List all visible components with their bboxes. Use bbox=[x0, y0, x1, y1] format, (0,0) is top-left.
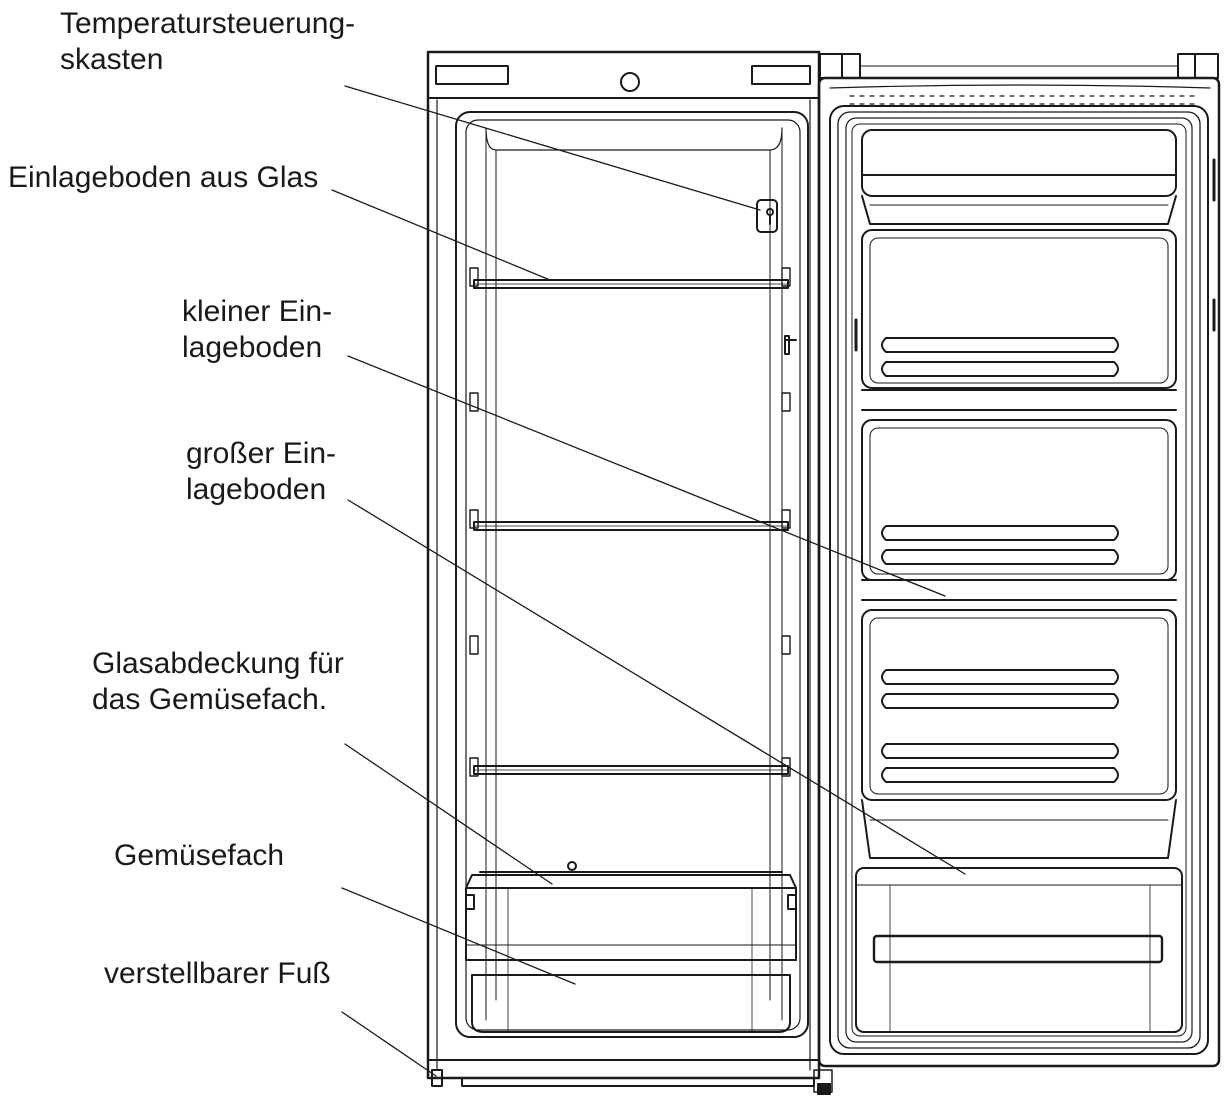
fridge-door bbox=[817, 53, 1221, 1068]
glass-shelf bbox=[473, 279, 789, 289]
leader-lines bbox=[331, 85, 966, 1077]
label-crisper-cover: Glasabdeckung für das Gemüsefach. bbox=[92, 647, 344, 716]
label-small-door-shelf: kleiner Ein- lageboden bbox=[182, 295, 333, 364]
fridge-cabinet bbox=[426, 50, 833, 1095]
adjustable-foot bbox=[431, 1069, 443, 1087]
leader-glass-shelf bbox=[331, 189, 551, 281]
leader-crisper-cover bbox=[344, 743, 553, 885]
crisper-drawer bbox=[465, 861, 797, 1033]
leader-small-door-shelf bbox=[347, 355, 946, 597]
label-crisper: Gemüsefach bbox=[114, 839, 285, 872]
leader-crisper bbox=[341, 887, 576, 985]
large-door-shelf bbox=[861, 419, 1177, 601]
label-large-door-shelf: großer Ein- lageboden bbox=[186, 437, 337, 506]
label-temperature-control: Temperatursteuerung- skasten bbox=[60, 7, 356, 76]
crisper-glass-cover bbox=[473, 765, 789, 775]
glass-shelf bbox=[473, 521, 789, 531]
large-door-shelf bbox=[861, 609, 1177, 859]
temperature-control-box bbox=[756, 199, 778, 233]
leader-large-door-shelf bbox=[347, 499, 966, 875]
leader-temperature-control bbox=[344, 85, 761, 211]
label-adjustable-foot: verstellbarer Fuß bbox=[104, 957, 331, 990]
leader-adjustable-foot bbox=[341, 1011, 437, 1077]
label-glass-shelf: Einlageboden aus Glas bbox=[8, 161, 319, 194]
bottom-door-bin bbox=[855, 867, 1183, 1033]
small-door-shelf bbox=[861, 229, 1177, 411]
thermostat-knob-icon bbox=[620, 72, 640, 92]
